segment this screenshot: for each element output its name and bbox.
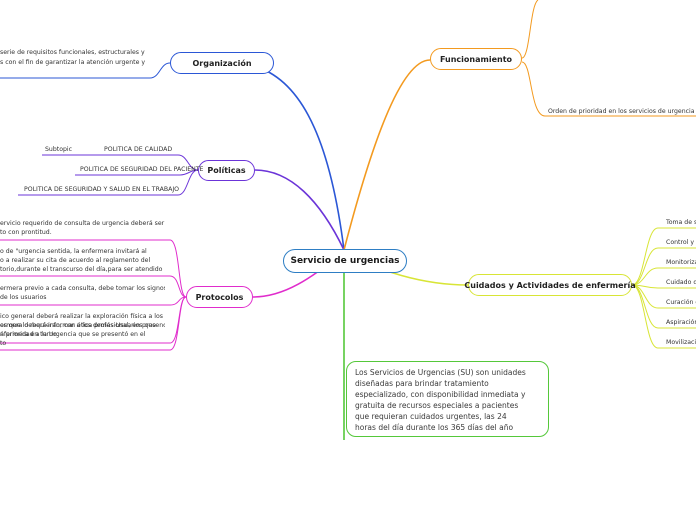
politica-calidad[interactable]: POLITICA DE CALIDAD	[104, 146, 173, 153]
sub-link-protocolo-3	[0, 296, 187, 306]
protocolo-4-line-1: ico general deberá realizar la exploraci…	[0, 313, 164, 320]
protocolo-1-line-2: to con prontitud.	[0, 229, 52, 236]
cuidado-6[interactable]: Aspiración	[666, 319, 696, 326]
cuidado-4[interactable]: Cuidado de	[666, 279, 696, 286]
sub-link-cuidado-2	[631, 247, 696, 286]
topic-protocolos[interactable]: Protocolos	[186, 286, 253, 308]
sub-link-orden-prioridad	[521, 61, 696, 117]
cuidado-7[interactable]: Movilizaci	[666, 339, 696, 346]
protocolo-1-line-1: ervicio requerido de consulta de urgenci…	[0, 220, 165, 227]
protocolo-2-line-3: torio,durante el transcurso del día,para…	[0, 266, 163, 273]
cuidado-3[interactable]: Monitoriza	[666, 259, 696, 266]
protocolo-5-second: á prioridad a la Urgencia que se present…	[0, 331, 146, 338]
sub-link-protocolo-2	[0, 275, 187, 298]
politica-seguridad-paciente[interactable]: POLITICA DE SEGURIDAD DEL PACIENTE	[80, 166, 204, 173]
sub-link-cuidado-3	[631, 267, 696, 286]
topic-organizacion[interactable]: Organización	[170, 52, 274, 74]
protocolo-5-third: to	[0, 340, 7, 347]
sub-link-cuidado-1	[631, 227, 696, 286]
link-politicas	[254, 169, 345, 251]
sub-link-protocolo-5	[0, 296, 187, 351]
definition-note[interactable]: Los Servicios de Urgencias (SU) son unid…	[346, 361, 549, 437]
organizacion-note-line-1: serie de requisitos funcionales, estruct…	[0, 49, 145, 56]
link-funcionamiento	[343, 59, 431, 251]
sub-link-funcionamiento-top	[521, 0, 539, 59]
organizacion-note-line-2: s con el fin de garantizar la atención u…	[0, 59, 146, 66]
sub-link-cuidado-4	[631, 284, 696, 289]
politica-seguridad-salud-trabajo[interactable]: POLITICA DE SEGURIDAD Y SALUD EN EL TRAB…	[24, 186, 180, 193]
sub-link-protocolo-1	[0, 239, 187, 298]
topic-funcionamiento[interactable]: Funcionamiento	[430, 48, 522, 70]
topic-politicas[interactable]: Políticas	[198, 160, 255, 181]
protocolo-5-first: ermera deberá informar a los demás Usuar…	[0, 322, 157, 329]
link-organizacion-note	[0, 62, 171, 79]
cuidado-2[interactable]: Control y b	[666, 239, 696, 246]
sub-link-politica-sst	[18, 169, 199, 196]
central-topic[interactable]: Servicio de urgencias	[283, 249, 407, 273]
politicas-subtopic[interactable]: Subtopic	[45, 146, 73, 153]
protocolo-4-line-2: os que lo requieran; con ética profesion…	[0, 322, 165, 329]
protocolo-2-line-2: o a realizar su cita de acuerdo al regla…	[0, 257, 151, 264]
sub-link-politica-calidad	[42, 154, 199, 171]
cuidado-1[interactable]: Toma de s	[666, 219, 696, 226]
link-organizacion	[231, 62, 345, 251]
protocolo-4-line-3: nfermera en turno.	[0, 331, 59, 338]
cuidado-5[interactable]: Curación d	[666, 299, 696, 306]
protocolo-2-line-1: o de "urgencia sentida, la enfermera inv…	[0, 248, 147, 255]
topic-cuidados[interactable]: Cuidados y Actividades de enfermería	[464, 274, 636, 296]
sub-link-cuidado-7	[631, 284, 696, 349]
protocolo-3-line-2: de los usuarios	[0, 294, 47, 301]
orden-prioridad[interactable]: Orden de prioridad en los servicios de u…	[548, 108, 696, 115]
protocolo-3-line-1: ermera previo a cada consulta, debe toma…	[0, 285, 165, 292]
